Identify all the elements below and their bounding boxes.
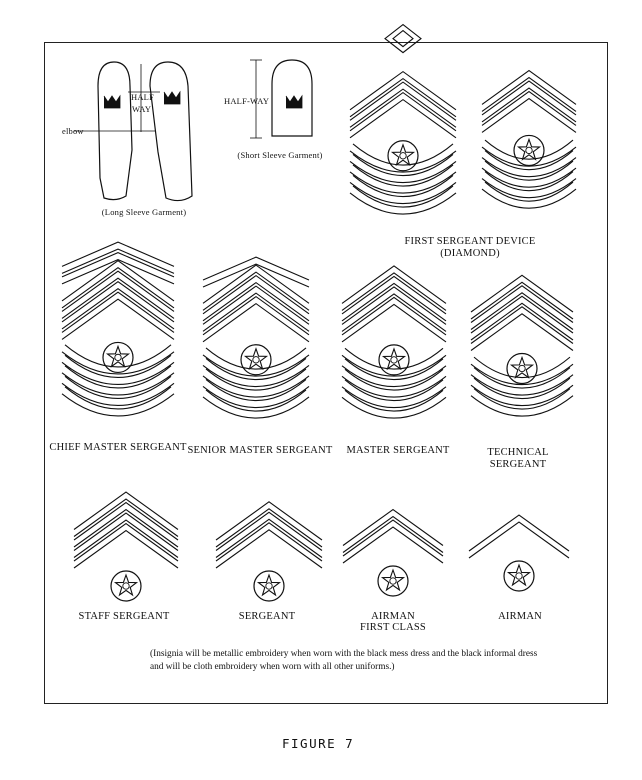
figure-frame [44, 42, 608, 704]
first-sergeant-reference-insignia [481, 69, 577, 209]
sergeant-insignia-star-icon [253, 570, 285, 602]
technical-sergeant-insignia [470, 274, 574, 417]
master-sergeant-insignia-star-icon [378, 344, 410, 376]
airman-first-class-label-line1: AIRMAN [371, 611, 415, 622]
first-sergeant-label-line2: (DIAMOND) [440, 248, 500, 259]
figure-caption: FIGURE 7 [282, 736, 355, 751]
master-sergeant-insignia [341, 265, 447, 419]
first-sergeant-insignia-star-icon [387, 140, 419, 172]
sergeant-label: SERGEANT [238, 611, 296, 622]
airman-insignia [468, 514, 570, 592]
senior-master-sergeant-insignia-star-icon [240, 344, 272, 376]
staff-sergeant-insignia [73, 491, 179, 602]
elbow-label: elbow [62, 126, 84, 136]
airman-first-class-insignia-star-icon [377, 565, 409, 597]
senior-master-sergeant-insignia [202, 256, 310, 419]
short-sleeve-half-way-label: HALF-WAY [224, 96, 270, 106]
technical-sergeant-insignia-star-icon [506, 352, 538, 385]
half-way-label-line2: WAY [132, 104, 152, 114]
technical-sergeant-label-line1: TECHNICAL [487, 447, 549, 458]
short-sleeve-diagram [250, 59, 313, 139]
chevron-insignia-group [61, 23, 577, 602]
staff-sergeant-insignia-star-icon [110, 570, 142, 602]
airman-insignia-star-icon [503, 560, 535, 592]
short-sleeve-caption: (Short Sleeve Garment) [237, 150, 323, 160]
insignia-note: (Insignia will be metallic embroidery wh… [150, 649, 538, 672]
sergeant-insignia [215, 501, 323, 602]
technical-sergeant-label-line2: SERGEANT [489, 459, 547, 470]
chief-master-sergeant-label: CHIEF MASTER SERGEANT [49, 442, 187, 453]
chief-master-sergeant-insignia [61, 241, 175, 417]
long-sleeve-diagram [74, 61, 193, 202]
first-sergeant-insignia [349, 23, 457, 215]
chief-master-sergeant-insignia-star-icon [102, 341, 134, 374]
first-sergeant-reference-insignia-star-icon [513, 134, 545, 167]
first-sergeant-label-line1: FIRST SERGEANT DEVICE [404, 236, 536, 247]
half-way-label-line1: HALF [131, 92, 154, 102]
master-sergeant-label: MASTER SERGEANT [346, 445, 450, 456]
diamond-icon [384, 23, 422, 54]
long-sleeve-caption: (Long Sleeve Garment) [101, 207, 187, 217]
airman-label: AIRMAN [498, 611, 542, 622]
senior-master-sergeant-label: SENIOR MASTER SERGEANT [187, 445, 333, 456]
airman-first-class-label-line2: FIRST CLASS [360, 622, 426, 633]
airman-first-class-insignia [342, 508, 444, 597]
staff-sergeant-label: STAFF SERGEANT [78, 611, 170, 622]
